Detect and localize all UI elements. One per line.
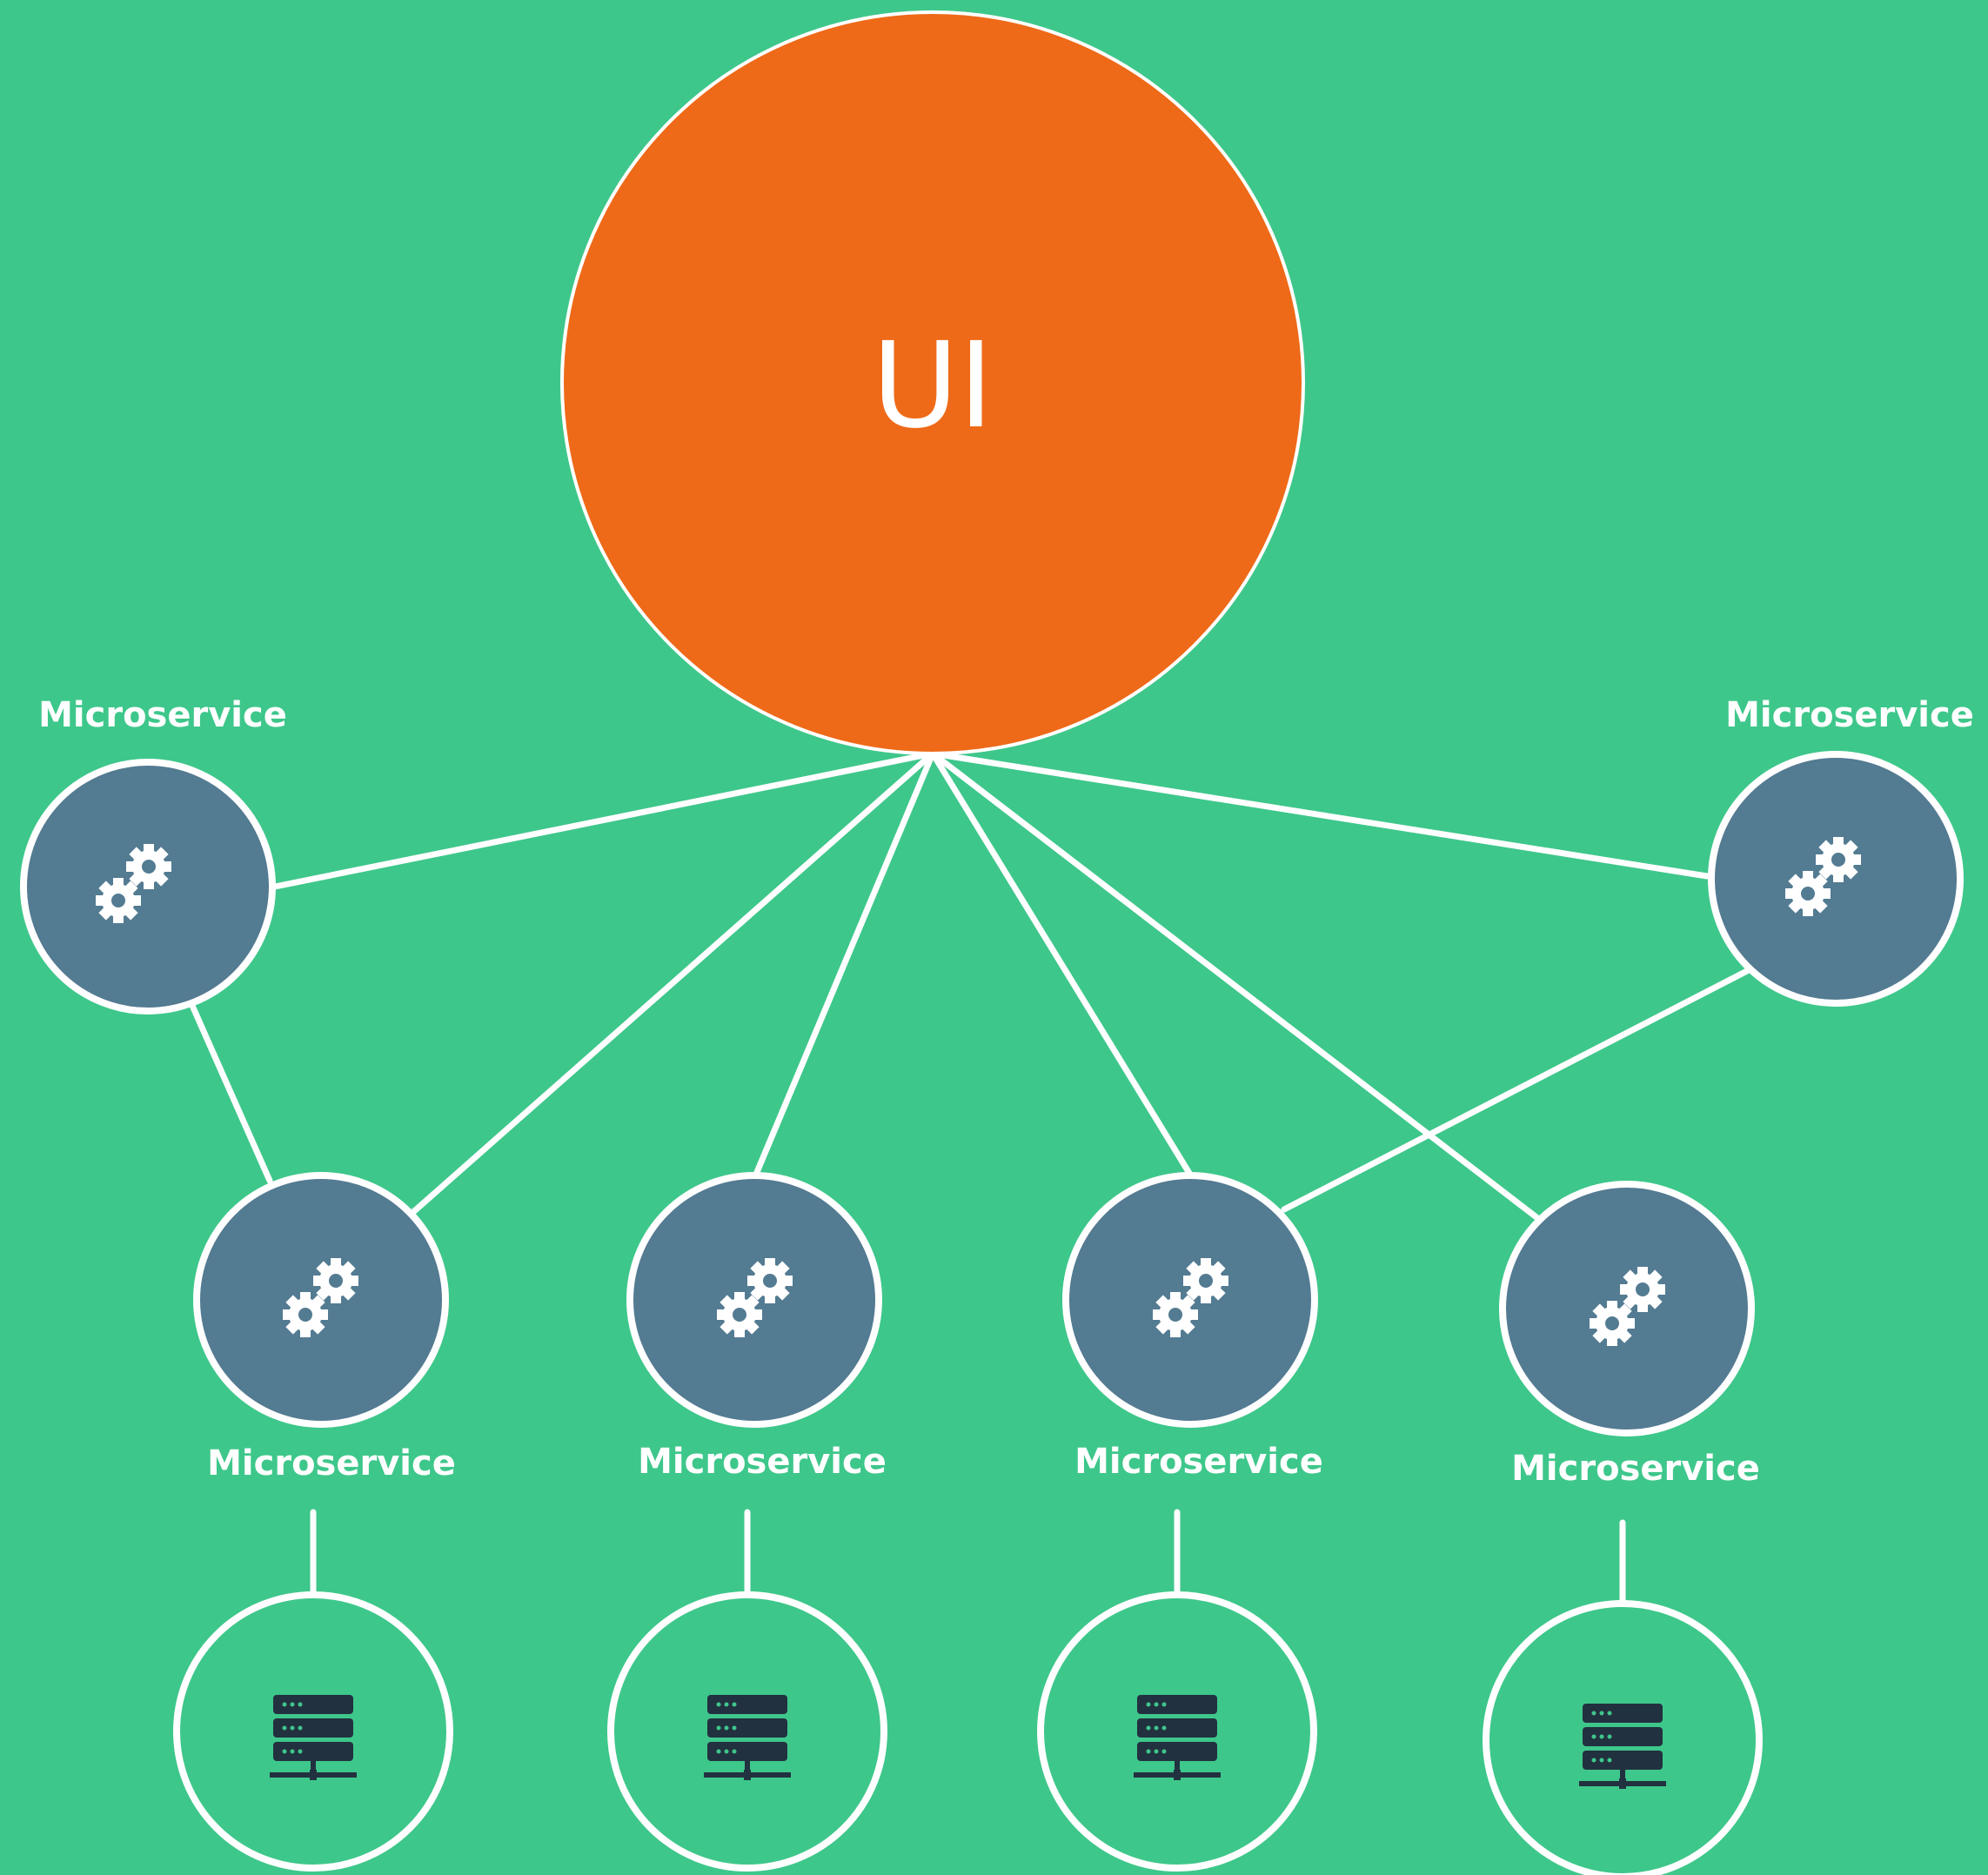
database-3 xyxy=(1037,1591,1317,1872)
ui-label: UI xyxy=(872,318,994,455)
edge-ui-ms-1 xyxy=(410,750,936,1215)
server-icon xyxy=(270,1695,357,1780)
database-circle xyxy=(1483,1600,1763,1875)
server-icon xyxy=(1134,1695,1221,1780)
connections xyxy=(190,750,1750,1604)
microservice-right: Microservice xyxy=(1708,695,1974,1007)
edge-ui-ms-left xyxy=(271,750,936,890)
edge-ui-ms-2 xyxy=(752,750,936,1180)
edge-ms-right-ms-3 xyxy=(1281,968,1750,1213)
edge-ui-ms-right xyxy=(929,750,1710,880)
microservice-label: Microservice xyxy=(638,1442,887,1482)
database-4 xyxy=(1483,1600,1763,1875)
microservice-label: Microservice xyxy=(1511,1449,1760,1489)
database-circle xyxy=(173,1591,453,1872)
microservice-4: Microservice xyxy=(1499,1181,1760,1489)
edge-ui-ms-4 xyxy=(929,750,1540,1221)
ui-circle xyxy=(560,10,1305,755)
ui-node: UI xyxy=(560,10,1305,755)
edge-ui-ms-3 xyxy=(929,750,1194,1178)
database-circle xyxy=(607,1591,887,1872)
microservice-label: Microservice xyxy=(1725,695,1974,735)
microservice-2: Microservice xyxy=(626,1172,887,1482)
microservice-label: Microservice xyxy=(207,1443,456,1483)
server-icon xyxy=(704,1695,791,1780)
microservice-3: Microservice xyxy=(1062,1172,1323,1482)
microservice-label: Microservice xyxy=(1074,1442,1323,1482)
microservice-1: Microservice xyxy=(193,1172,456,1483)
database-circle xyxy=(1037,1591,1317,1872)
microservice-left: Microservice xyxy=(20,695,287,1015)
edge-ms-left-ms-1 xyxy=(190,1004,273,1184)
database-2 xyxy=(607,1591,887,1872)
database-1 xyxy=(173,1591,453,1872)
microservice-label: Microservice xyxy=(38,695,287,735)
server-icon xyxy=(1579,1704,1666,1789)
